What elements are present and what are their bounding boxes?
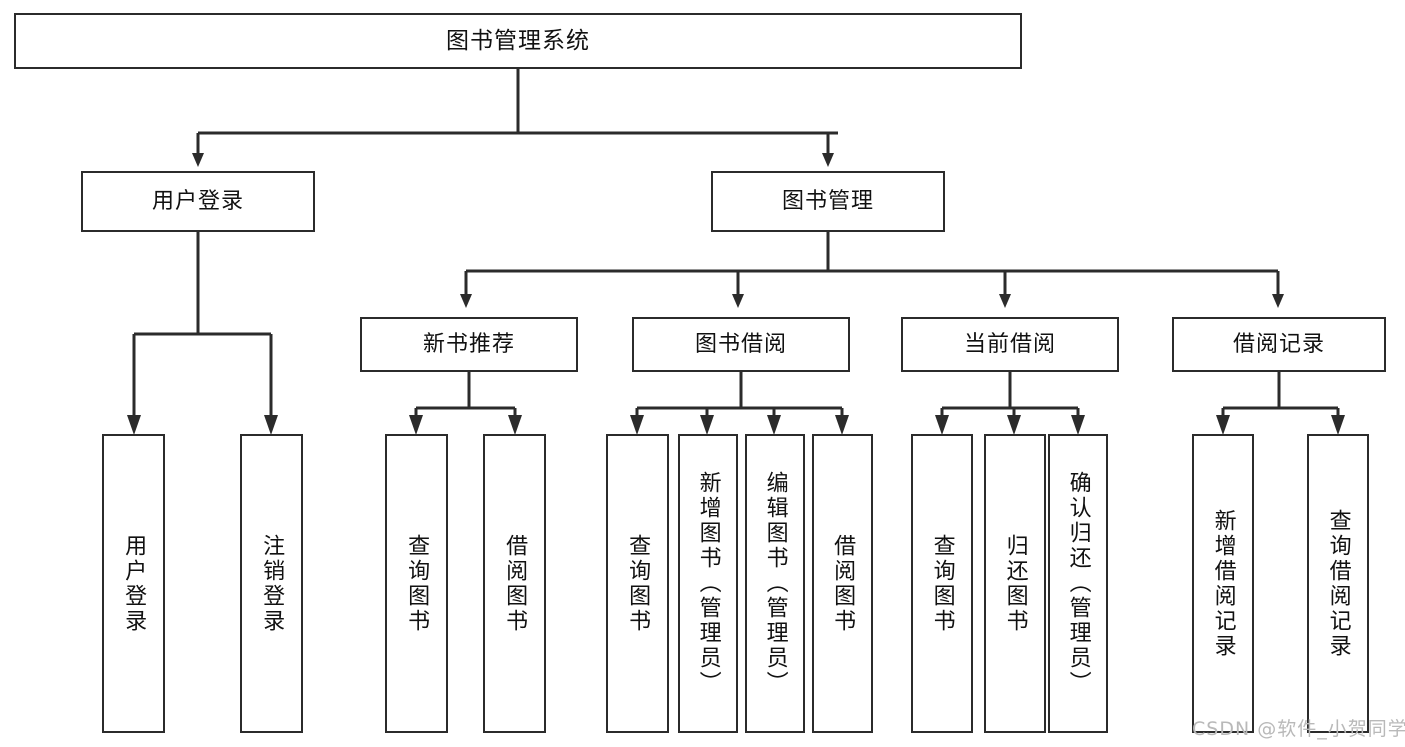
leaf-edit-book-admin[interactable]: 编辑图书（管理员） xyxy=(745,434,805,733)
node-book-borrow[interactable]: 图书借阅 xyxy=(632,317,850,372)
leaf-add-borrow-record[interactable]: 新增借阅记录 xyxy=(1192,434,1254,733)
new-book-recommend-to-leaves-connectors xyxy=(409,372,522,435)
node-new-book-recommend[interactable]: 新书推荐 xyxy=(360,317,578,372)
leaf-query-book-borrow[interactable]: 查询图书 xyxy=(606,434,669,733)
node-user-login[interactable]: 用户登录 xyxy=(81,171,315,232)
current-borrow-to-leaves-connectors xyxy=(935,372,1085,435)
leaf-query-book-recommend[interactable]: 查询图书 xyxy=(385,434,448,733)
leaf-add-book-admin[interactable]: 新增图书（管理员） xyxy=(678,434,738,733)
leaf-user-login[interactable]: 用户登录 xyxy=(102,434,165,733)
node-root[interactable]: 图书管理系统 xyxy=(14,13,1022,69)
node-borrow-record[interactable]: 借阅记录 xyxy=(1172,317,1386,372)
leaf-borrow-book[interactable]: 借阅图书 xyxy=(812,434,873,733)
root-to-level2-connectors xyxy=(192,69,838,167)
leaf-confirm-return-admin[interactable]: 确认归还（管理员） xyxy=(1048,434,1108,733)
node-current-borrow[interactable]: 当前借阅 xyxy=(901,317,1119,372)
leaf-borrow-book-recommend[interactable]: 借阅图书 xyxy=(483,434,546,733)
book-manage-to-level3-connectors xyxy=(460,232,1284,308)
node-book-manage[interactable]: 图书管理 xyxy=(711,171,945,232)
user-login-to-leaves-connectors xyxy=(127,232,278,435)
borrow-record-to-leaves-connectors xyxy=(1216,372,1345,435)
book-borrow-to-leaves-connectors xyxy=(630,372,849,435)
csdn-watermark: CSDN @软件_小贺同学 xyxy=(1192,718,1405,740)
leaf-return-book[interactable]: 归还图书 xyxy=(984,434,1046,733)
leaf-query-book-current[interactable]: 查询图书 xyxy=(911,434,973,733)
leaf-query-borrow-record[interactable]: 查询借阅记录 xyxy=(1307,434,1369,733)
leaf-logout[interactable]: 注销登录 xyxy=(240,434,303,733)
